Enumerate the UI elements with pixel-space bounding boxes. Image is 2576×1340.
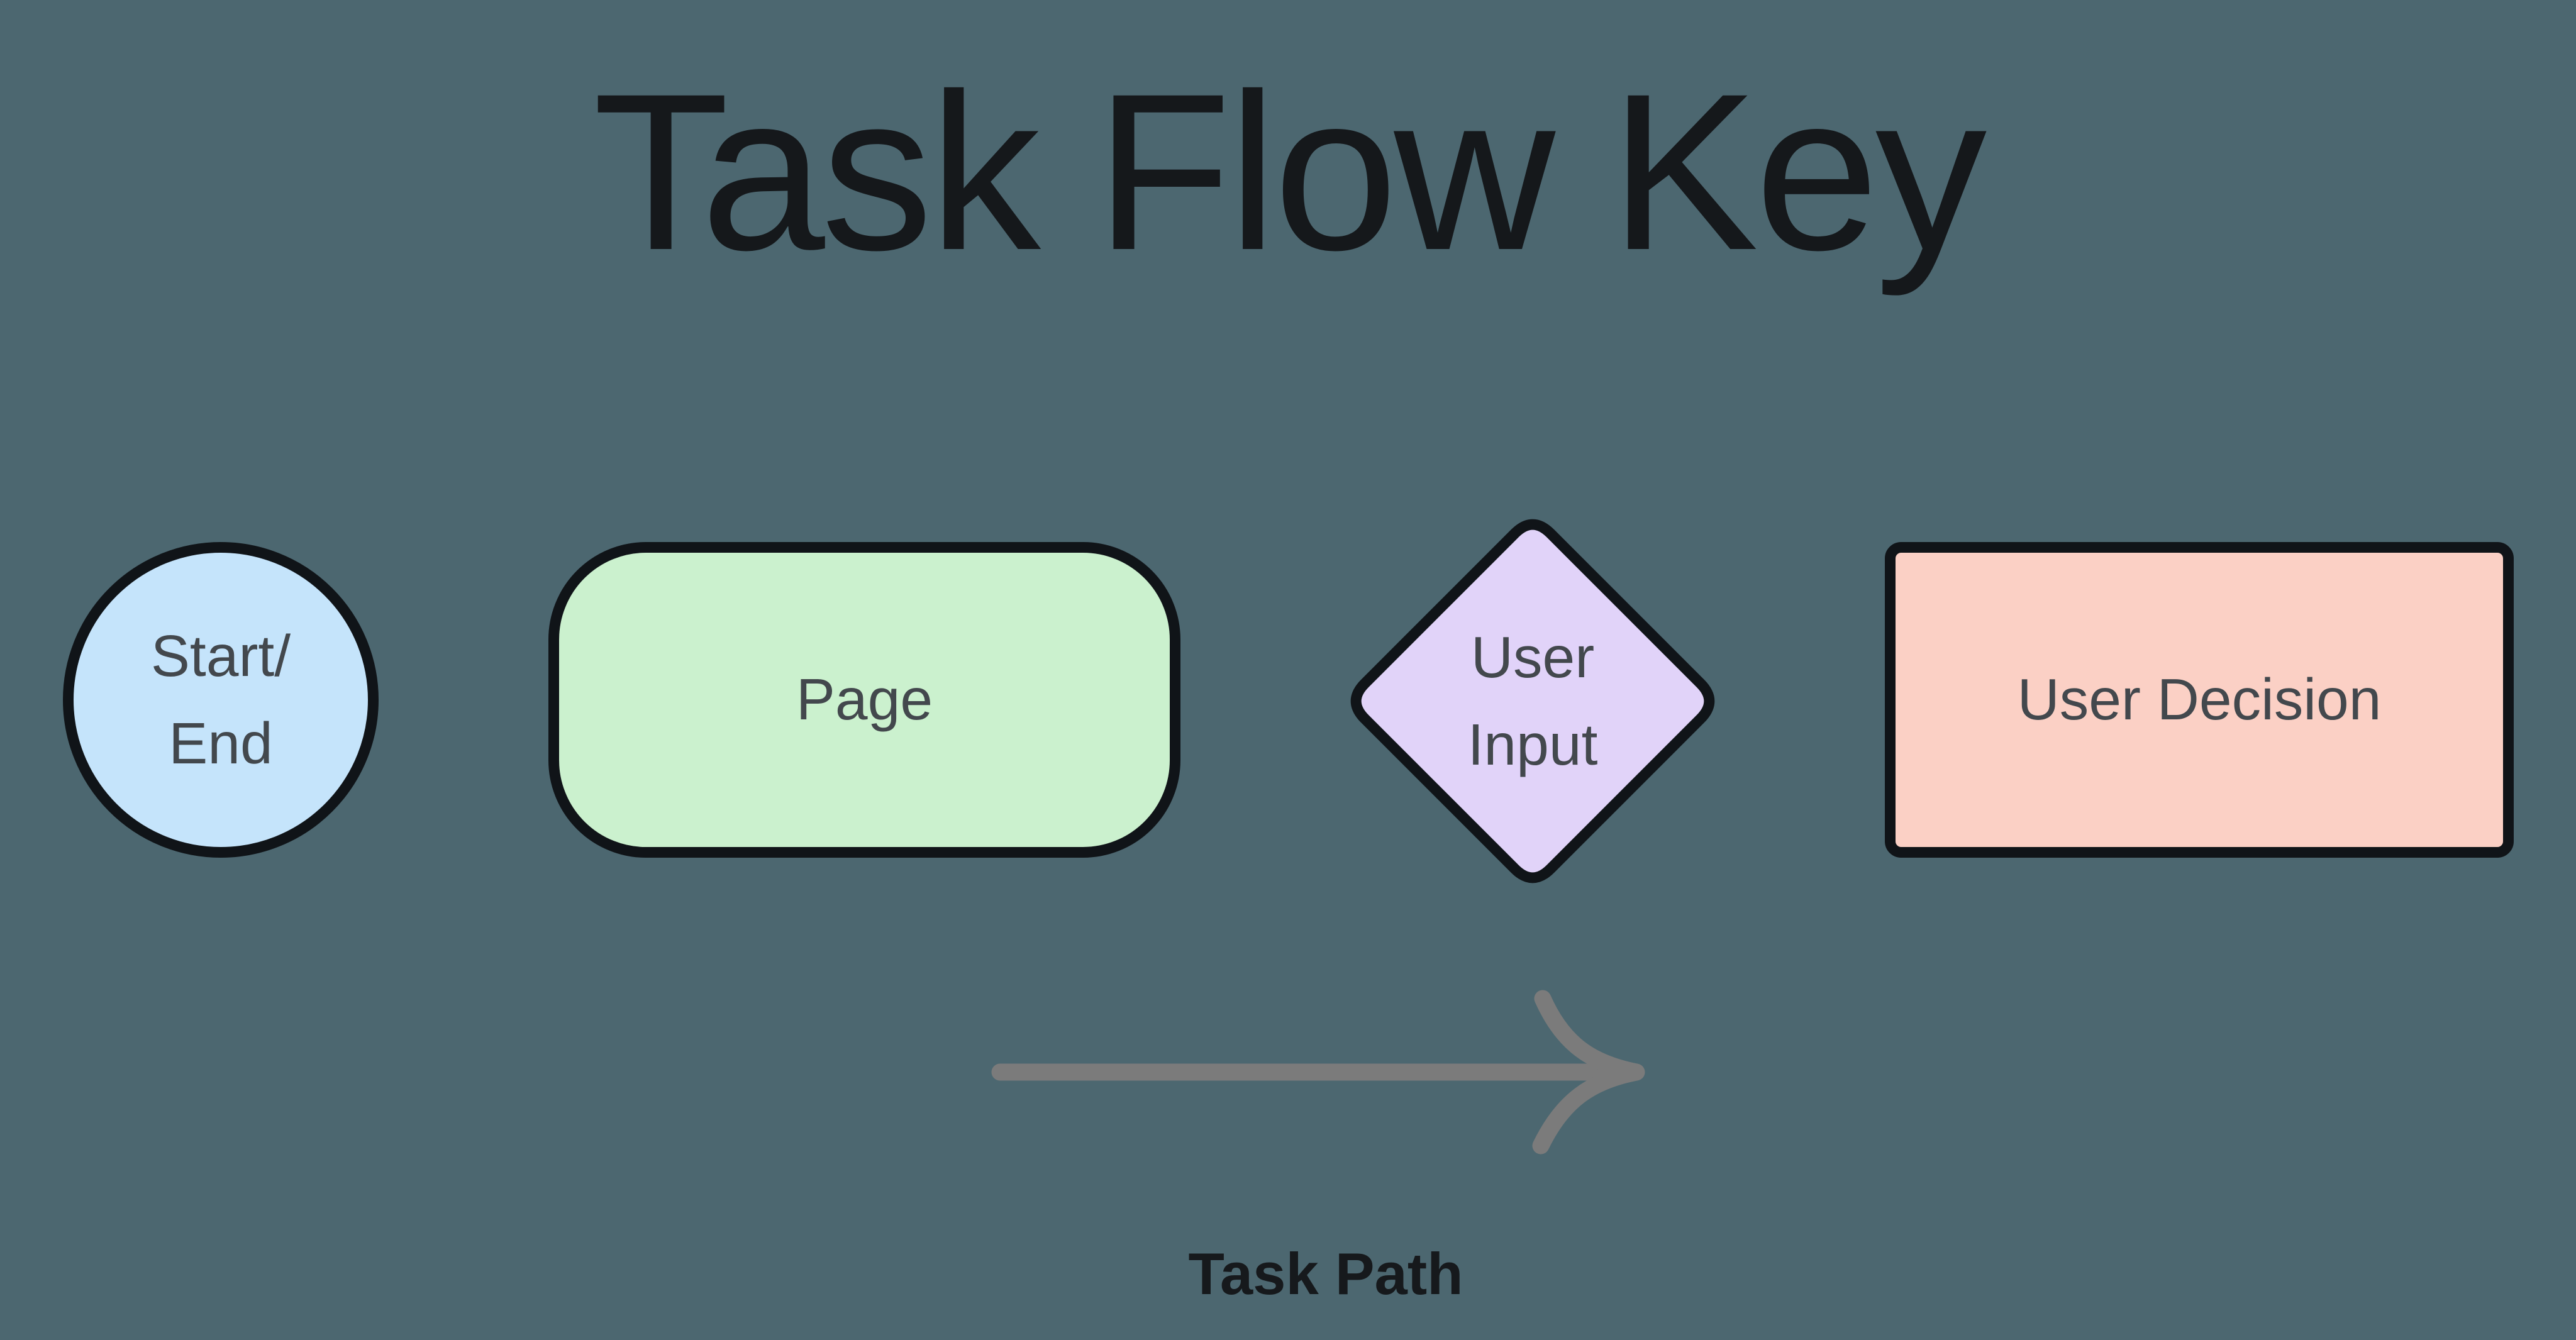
task-path-arrow [981,975,1685,1176]
legend-shape-start-end: Start/ End [63,542,379,858]
arrow-icon [991,990,1645,1155]
diamond-icon [1350,519,1715,883]
legend-shape-page: Page [548,542,1180,858]
arrow-head [1532,990,1645,1155]
user-decision-label: User Decision [2017,667,2382,733]
page-title: Task Flow Key [592,48,1987,297]
legend-shape-user-decision: User Decision [1885,542,2514,858]
arrow-label-task-path: Task Path [1188,1241,1463,1307]
start-end-label-line1: Start/ [150,623,291,689]
start-end-label-line2: End [169,711,273,776]
user-input-label: User Input [1331,500,1734,902]
start-end-label: Start/ End [151,612,291,788]
diamond-shape-path [1350,519,1715,883]
page-label: Page [796,667,933,733]
legend-shape-user-input: User Input [1331,500,1734,902]
user-input-label-line2: Input [1467,712,1598,777]
user-input-label-line1: User [1470,624,1595,690]
